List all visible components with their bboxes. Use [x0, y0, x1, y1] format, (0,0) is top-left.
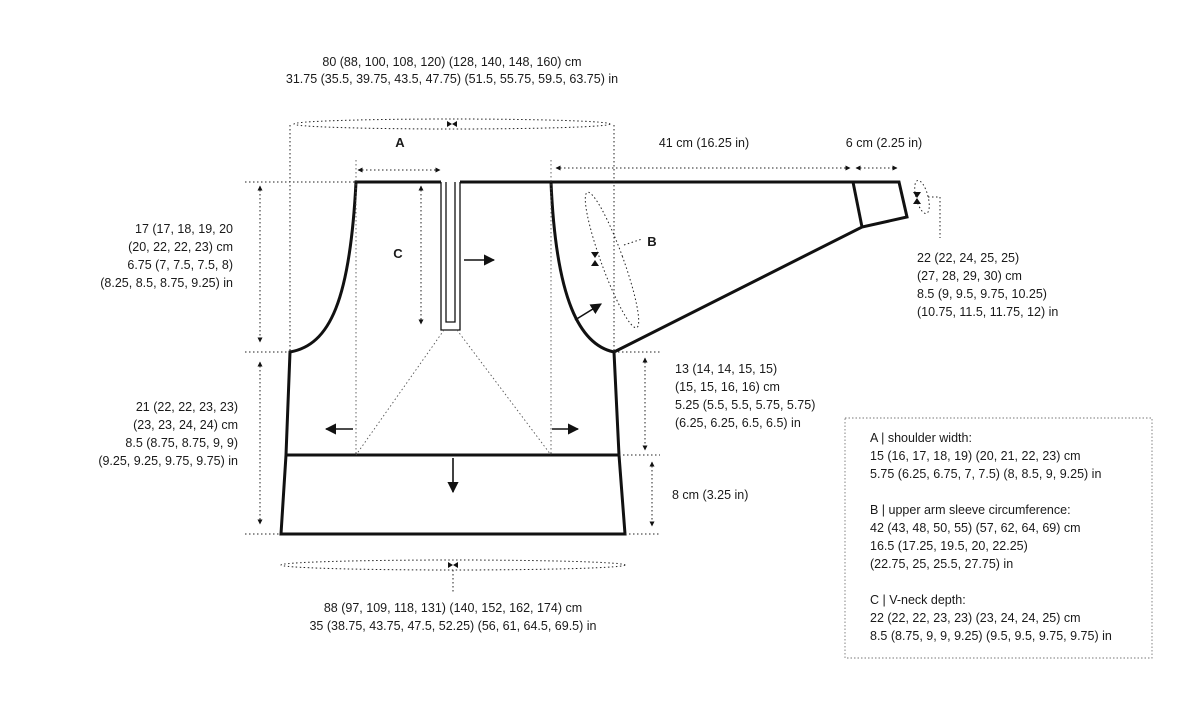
armhole-depth-line-1: 17 (17, 18, 19, 20	[135, 222, 233, 236]
cuff-circ-line-3: 8.5 (9, 9.5, 9.75, 10.25)	[917, 287, 1047, 301]
legend-a-in: 5.75 (6.25, 6.75, 7, 7.5) (8, 8.5, 9, 9.…	[870, 467, 1101, 481]
cuff-seam	[851, 181, 864, 228]
right-side-line-1: 13 (14, 14, 15, 15)	[675, 362, 777, 376]
cuff-circ-line-2: (27, 28, 29, 30) cm	[917, 269, 1022, 283]
label-b: B	[647, 234, 656, 249]
hem-depth-label: 8 cm (3.25 in)	[672, 488, 748, 502]
legend-box: A | shoulder width: 15 (16, 17, 18, 19) …	[844, 417, 1153, 659]
armhole-depth-line-2: (20, 22, 22, 23) cm	[128, 240, 233, 254]
upper-arm-ellipse	[584, 191, 640, 329]
side-length-line-2: (23, 23, 24, 24) cm	[133, 418, 238, 432]
legend-b-in-1: 16.5 (17.25, 19.5, 20, 22.25)	[870, 539, 1028, 553]
top-width-ellipse	[293, 118, 611, 130]
legend-a-title: A | shoulder width:	[870, 431, 972, 445]
top-width-cm: 80 (88, 100, 108, 120) (128, 140, 148, 1…	[322, 55, 581, 69]
right-side-line-2: (15, 15, 16, 16) cm	[675, 380, 780, 394]
label-a: A	[395, 135, 405, 150]
legend-border	[844, 417, 1153, 659]
neck-placket-inner	[445, 182, 456, 323]
sleeve-top-edge	[551, 180, 909, 354]
side-length-line-3: 8.5 (8.75, 8.75, 9, 9)	[125, 436, 238, 450]
cuff-length-label: 6 cm (2.25 in)	[846, 136, 922, 150]
bottom-width-cm: 88 (97, 109, 118, 131) (140, 152, 162, 1…	[324, 601, 582, 615]
armhole-depth-line-3: 6.75 (7, 7.5, 7.5, 8)	[127, 258, 233, 272]
legend-b-in-2: (22.75, 25, 25.5, 27.75) in	[870, 557, 1013, 571]
legend-a-cm: 15 (16, 17, 18, 19) (20, 21, 22, 23) cm	[870, 449, 1081, 463]
neck-placket-outer	[440, 182, 461, 331]
arrow-up-right-icon	[574, 303, 602, 321]
cuff-circ-line-1: 22 (22, 24, 25, 25)	[917, 251, 1019, 265]
legend-c-title: C | V-neck depth:	[870, 593, 966, 607]
legend-c-in: 8.5 (8.75, 9, 9, 9.25) (9.5, 9.5, 9.75, …	[870, 629, 1112, 643]
legend-b-cm: 42 (43, 48, 50, 55) (57, 62, 64, 69) cm	[870, 521, 1081, 535]
left-front-panel	[279, 180, 627, 536]
right-side-line-3: 5.25 (5.5, 5.5, 5.75, 5.75)	[675, 398, 815, 412]
bottom-width-in: 35 (38.75, 43.75, 47.5, 52.25) (56, 61, …	[309, 619, 596, 633]
dimension-lines	[245, 118, 941, 594]
sleeve-length-label: 41 cm (16.25 in)	[659, 136, 749, 150]
legend-b-title: B | upper arm sleeve circumference:	[870, 503, 1071, 517]
garment-outline	[279, 160, 909, 536]
side-length-line-4: (9.25, 9.25, 9.75, 9.75) in	[98, 454, 238, 468]
label-c: C	[393, 246, 403, 261]
v-line-right	[456, 329, 552, 456]
right-side-line-4: (6.25, 6.25, 6.5, 6.5) in	[675, 416, 801, 430]
cuff-circ-line-4: (10.75, 11.5, 11.75, 12) in	[917, 305, 1058, 319]
armhole-depth-line-4: (8.25, 8.5, 8.75, 9.25) in	[100, 276, 233, 290]
direction-arrows	[324, 254, 602, 494]
v-line-left	[355, 329, 445, 456]
legend-c-cm: 22 (22, 22, 23, 23) (23, 24, 24, 25) cm	[870, 611, 1081, 625]
top-width-in: 31.75 (35.5, 39.75, 43.5, 47.75) (51.5, …	[286, 72, 618, 86]
dimension-labels: 80 (88, 100, 108, 120) (128, 140, 148, 1…	[98, 55, 1058, 633]
side-length-line-1: 21 (22, 22, 23, 23)	[136, 400, 238, 414]
